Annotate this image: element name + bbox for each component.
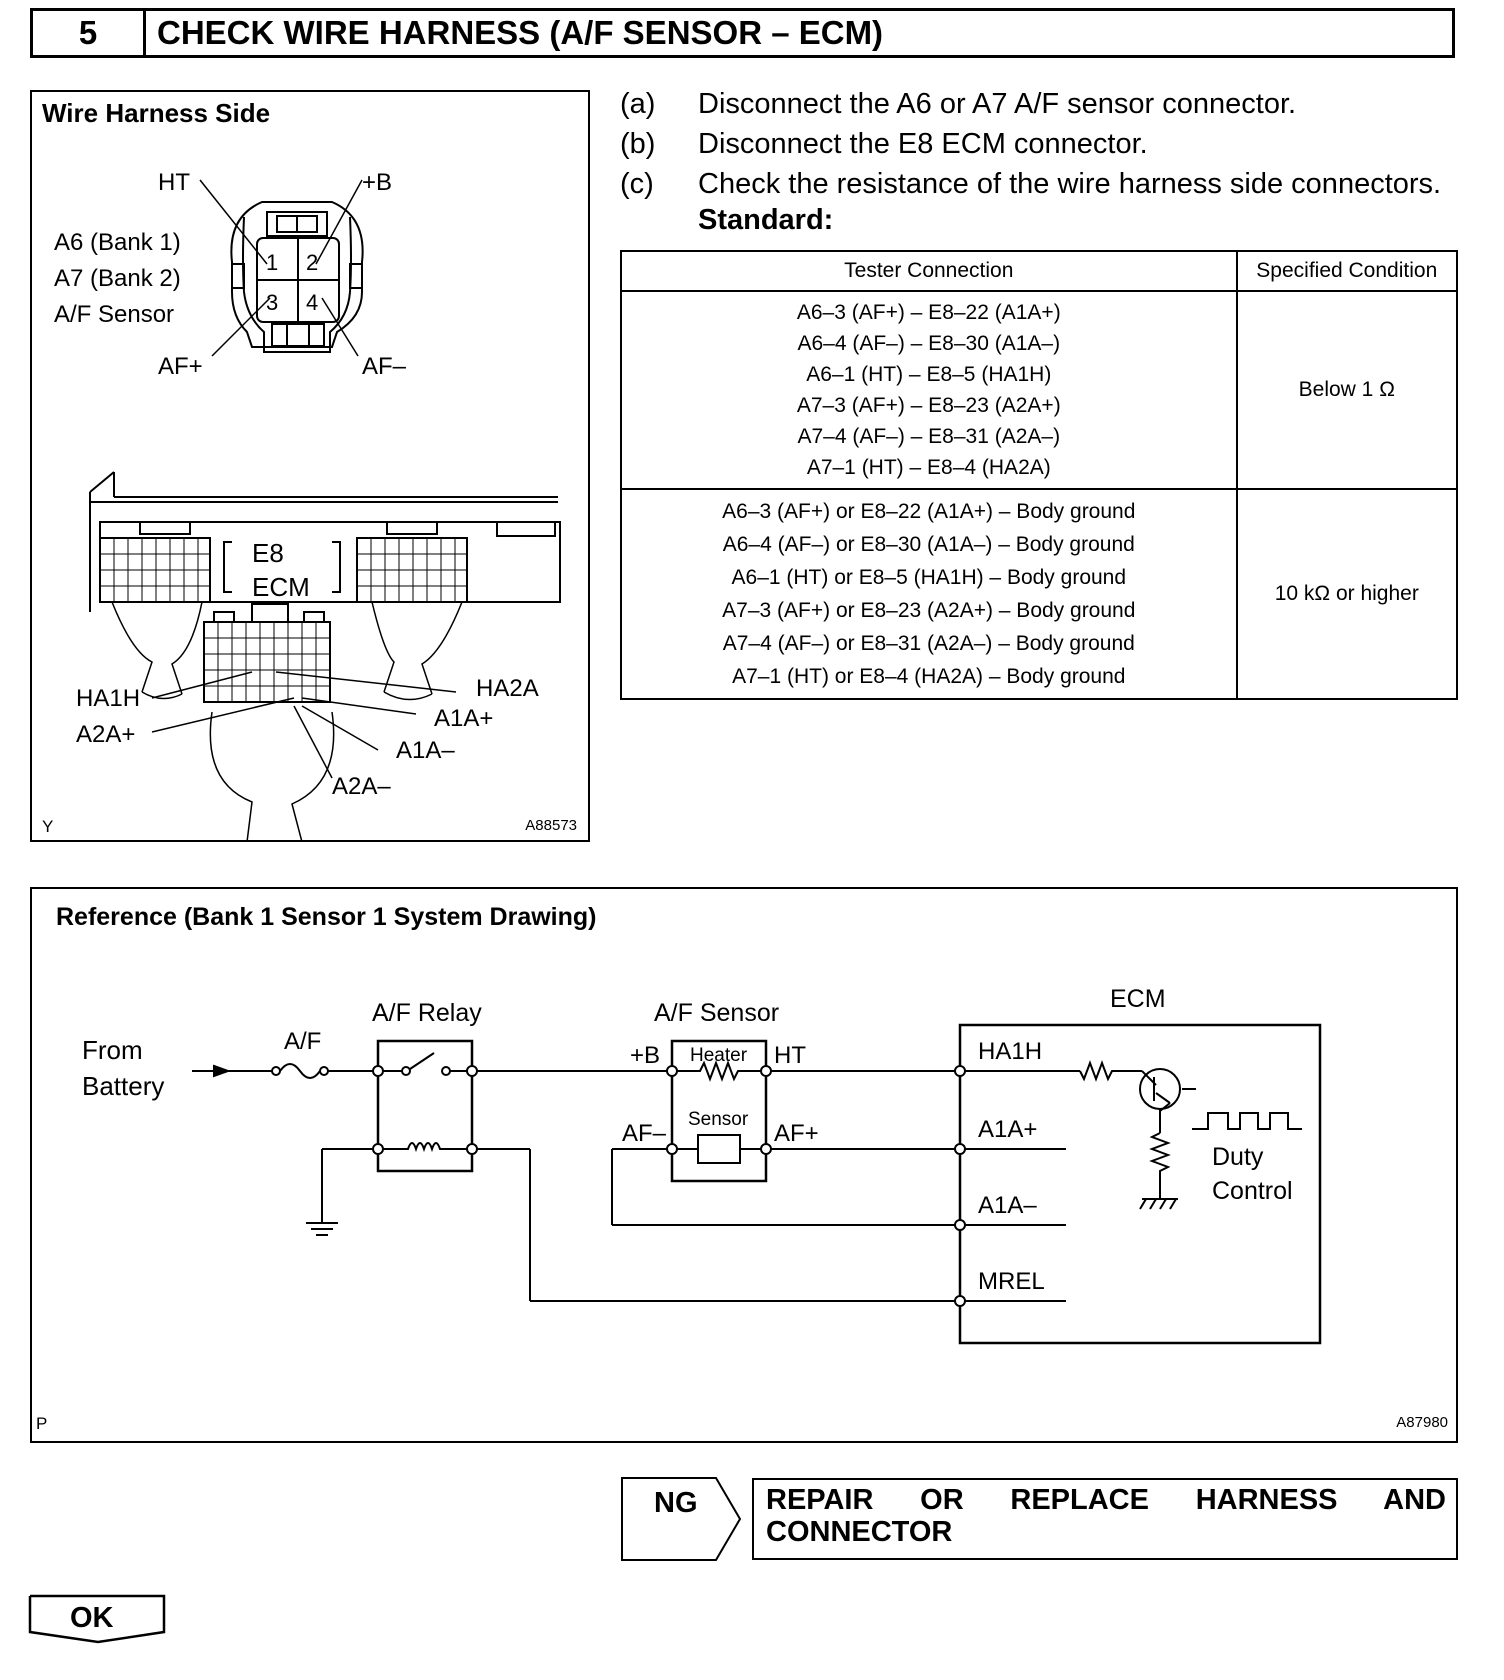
instruction-text: Disconnect the A6 or A7 A/F sensor conne… [698, 88, 1297, 120]
tester-connection: A7–4 (AF–) – E8–31 (A2A–) [797, 425, 1061, 448]
step-number: 5 [33, 11, 146, 55]
heater-label: Heater [690, 1045, 748, 1066]
af-relay [376, 1039, 474, 1173]
tester-connection: A6–4 (AF–) – E8–30 (A1A–) [797, 332, 1061, 355]
table-row: A6–3 (AF+) – E8–22 (A1A+) A6–4 (AF–) – E… [620, 290, 1459, 490]
sensor-element-label: Sensor [688, 1109, 749, 1130]
specified-condition: Below 1 Ω [1235, 290, 1459, 490]
column-header-specified-condition: Specified Condition [1235, 250, 1459, 292]
tester-connection: A6–1 (HT) or E8–5 (HA1H) – Body ground [731, 566, 1127, 589]
sensor-id-line2: A7 (Bank 2) [54, 265, 181, 292]
pin-1: 1 [266, 250, 278, 275]
instruction-letter: (c) [620, 168, 654, 200]
tester-connection-cell: A6–3 (AF+) or E8–22 (A1A+) – Body ground… [620, 488, 1238, 700]
sensor-label: A/F Sensor [654, 999, 779, 1027]
reference-system-drawing: Reference (Bank 1 Sensor 1 System Drawin… [30, 887, 1458, 1443]
tester-connection: A7–3 (AF+) or E8–23 (A2A+) – Body ground [722, 599, 1136, 622]
table-row: A6–3 (AF+) or E8–22 (A1A+) – Body ground… [620, 488, 1459, 700]
ecm-title: ECM [1110, 985, 1166, 1013]
label-ht: HT [158, 169, 190, 196]
label-af-plus: AF+ [158, 353, 203, 380]
pin-label-a1a-minus: A1A– [396, 737, 455, 764]
tester-connection: A6–4 (AF–) or E8–30 (A1A–) – Body ground [722, 533, 1135, 556]
resistance-spec-table: Tester Connection Specified Condition A6… [620, 250, 1459, 700]
ecm-housing [89, 471, 561, 612]
label-plus-b: +B [362, 169, 392, 196]
instruction-letter: (a) [620, 88, 656, 120]
ht-label: HT [774, 1042, 806, 1069]
af-plus-label: AF+ [774, 1120, 819, 1147]
ecm-terminal-a1a-plus: A1A+ [978, 1116, 1037, 1143]
sensor-id-line3: A/F Sensor [54, 301, 174, 328]
pin-label-a2a-minus: A2A– [332, 773, 391, 800]
ok-label: OK [70, 1602, 114, 1634]
pin-2: 2 [306, 250, 318, 275]
ecm-label: ECM [252, 572, 310, 602]
af-fuse [271, 1063, 378, 1079]
instruction-letter: (b) [620, 128, 656, 160]
step-header: 5 CHECK WIRE HARNESS (A/F SENSOR – ECM) [30, 8, 1455, 58]
harness-corner-mark: Y [42, 817, 53, 836]
duty-control-line2: Control [1212, 1177, 1293, 1205]
ecm-block [958, 1023, 1322, 1345]
ecm-terminal-a1a-minus: A1A– [978, 1192, 1037, 1219]
ecm-terminal-ha1h: HA1H [978, 1038, 1042, 1065]
harness-figure-title: Wire Harness Side [42, 98, 270, 128]
pin-label-ha2a: HA2A [476, 675, 539, 702]
ng-action-text: REPAIR OR REPLACE HARNESS AND CONNECTOR [766, 1484, 1446, 1548]
reference-title: Reference (Bank 1 Sensor 1 System Drawin… [56, 903, 596, 931]
label-af-minus: AF– [362, 353, 407, 380]
instruction-list: (a) Disconnect the A6 or A7 A/F sensor c… [620, 84, 1460, 254]
ecm-terminal-mrel: MREL [978, 1268, 1045, 1295]
tester-connection: A6–3 (AF+) or E8–22 (A1A+) – Body ground [722, 500, 1136, 523]
tester-connection: A7–4 (AF–) or E8–31 (A2A–) – Body ground [722, 632, 1135, 655]
instruction-text: Check the resistance of the wire harness… [698, 168, 1442, 200]
pin-label-a2a-plus: A2A+ [76, 721, 135, 748]
from-battery-line1: From [82, 1035, 143, 1065]
instruction-text: Disconnect the E8 ECM connector. [698, 128, 1148, 160]
tester-connection-cell: A6–3 (AF+) – E8–22 (A1A+) A6–4 (AF–) – E… [620, 290, 1238, 490]
reference-corner-mark: P [36, 1414, 47, 1433]
table-header-row: Tester Connection Specified Condition [620, 250, 1459, 292]
tester-connection: A6–3 (AF+) – E8–22 (A1A+) [796, 301, 1061, 324]
tester-connection: A7–3 (AF+) – E8–23 (A2A+) [796, 394, 1061, 417]
af-sensor-connector [230, 201, 364, 353]
from-battery-line2: Battery [82, 1071, 164, 1101]
instruction-c: (c) Check the resistance of the wire har… [620, 164, 1460, 204]
fuse-label: A/F [284, 1028, 321, 1055]
af-minus-label: AF– [622, 1120, 667, 1147]
ng-label: NG [654, 1487, 698, 1519]
duty-control-line1: Duty [1212, 1143, 1264, 1171]
column-header-tester-connection: Tester Connection [620, 250, 1238, 292]
relay-label: A/F Relay [372, 999, 482, 1027]
pin-label-a1a-plus: A1A+ [434, 705, 493, 732]
pin-4: 4 [306, 290, 318, 315]
tester-connection: A7–1 (HT) – E8–4 (HA2A) [806, 456, 1051, 479]
standard-label: Standard: [698, 204, 834, 236]
plus-b-label: +B [630, 1042, 660, 1069]
reference-figure-id: A87980 [1396, 1414, 1448, 1431]
ng-action-box: REPAIR OR REPLACE HARNESS AND CONNECTOR [752, 1478, 1458, 1560]
tester-connection: A6–1 (HT) – E8–5 (HA1H) [806, 363, 1052, 386]
af-sensor-block [670, 1039, 768, 1183]
ok-result-box: OK [28, 1594, 168, 1644]
sensor-id-line1: A6 (Bank 1) [54, 229, 181, 256]
ng-result-box: NG [620, 1476, 746, 1562]
wire-harness-figure: Wire Harness Side 1 2 3 4 HT [30, 90, 590, 842]
instruction-a: (a) Disconnect the A6 or A7 A/F sensor c… [620, 84, 1460, 124]
e8-connector [203, 603, 331, 703]
specified-condition: 10 kΩ or higher [1235, 488, 1459, 700]
ecm-connector-e8: E8 [252, 538, 284, 568]
pin-label-ha1h: HA1H [76, 685, 140, 712]
instruction-b: (b) Disconnect the E8 ECM connector. [620, 124, 1460, 164]
tester-connection: A7–1 (HT) or E8–4 (HA2A) – Body ground [732, 665, 1126, 688]
harness-figure-id: A88573 [525, 817, 577, 834]
step-title: CHECK WIRE HARNESS (A/F SENSOR – ECM) [157, 14, 884, 51]
pin-3: 3 [266, 290, 278, 315]
